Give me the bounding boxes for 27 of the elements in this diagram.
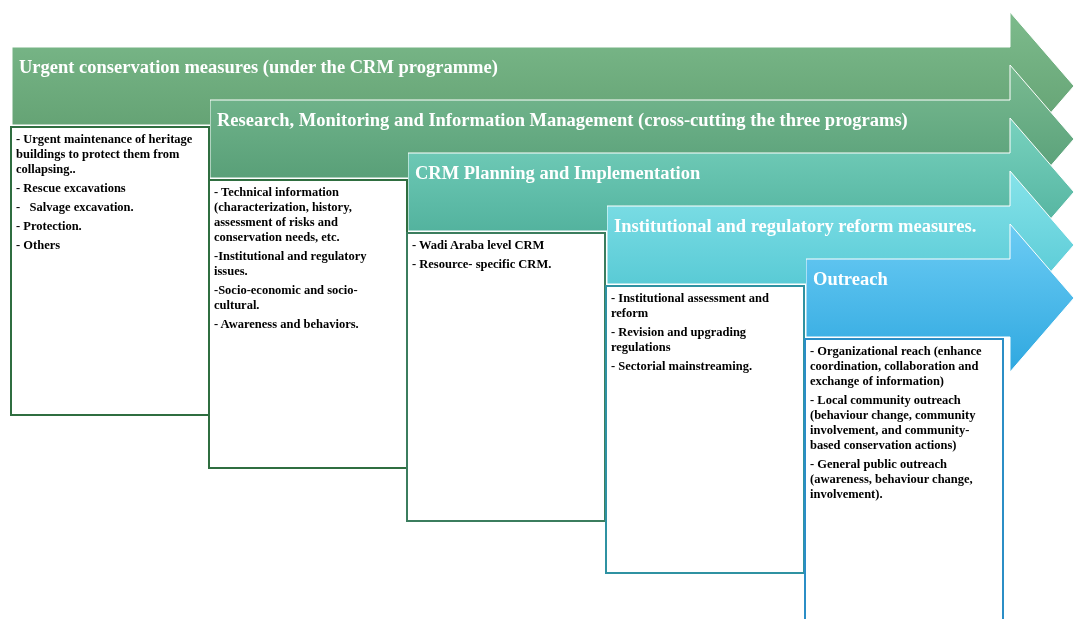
bullet-text: - Technical information (characterization, history, assessment of risks and conservation needs, etc.	[214, 185, 353, 245]
bullet-text: -Institutional and regulatory issues.	[214, 249, 368, 279]
text-box	[406, 232, 606, 522]
bullet-text: - Revision and upgrading regulations	[611, 325, 748, 355]
bullet-text: -Socio-economic and socio-cultural.	[214, 283, 359, 313]
text-box	[208, 179, 408, 469]
bullet-text: - Wadi Araba level CRM	[412, 238, 546, 253]
bullet-text: - Organizational reach (enhance coordination, collaboration and exchange of information)	[810, 344, 983, 389]
bullet-text: - Rescue excavations	[16, 181, 127, 196]
bullet-text: - Awareness and behaviors.	[214, 317, 360, 332]
text-box	[804, 338, 1004, 619]
bullet-text: - General public outreach (awareness, behaviour change, involvement).	[810, 457, 974, 502]
band-heading: Urgent conservation measures (under the CRM programme)	[19, 56, 499, 78]
bullet-text: - Resource- specific CRM.	[412, 257, 553, 272]
bullet-text: - Others	[16, 238, 62, 253]
bullet-text: - Local community outreach (behaviour change, community involvement, and community-based conservation actions)	[810, 393, 977, 453]
band-heading: Outreach	[813, 268, 889, 290]
band-heading: Research, Monitoring and Information Management (cross-cutting the three programs)	[217, 109, 909, 131]
bullet-text: - Institutional assessment and reform	[611, 291, 770, 321]
bullet-text: - Protection.	[16, 219, 83, 234]
band-heading: Institutional and regulatory reform measures.	[614, 215, 978, 237]
bullet-text: - Salvage excavation.	[16, 200, 135, 215]
text-box	[605, 285, 805, 574]
text-box	[10, 126, 210, 416]
bullet-text: - Urgent maintenance of heritage buildings to protect them from collapsing..	[16, 132, 194, 177]
bullet-text: - Sectorial mainstreaming.	[611, 359, 754, 374]
band-heading: CRM Planning and Implementation	[415, 162, 702, 184]
